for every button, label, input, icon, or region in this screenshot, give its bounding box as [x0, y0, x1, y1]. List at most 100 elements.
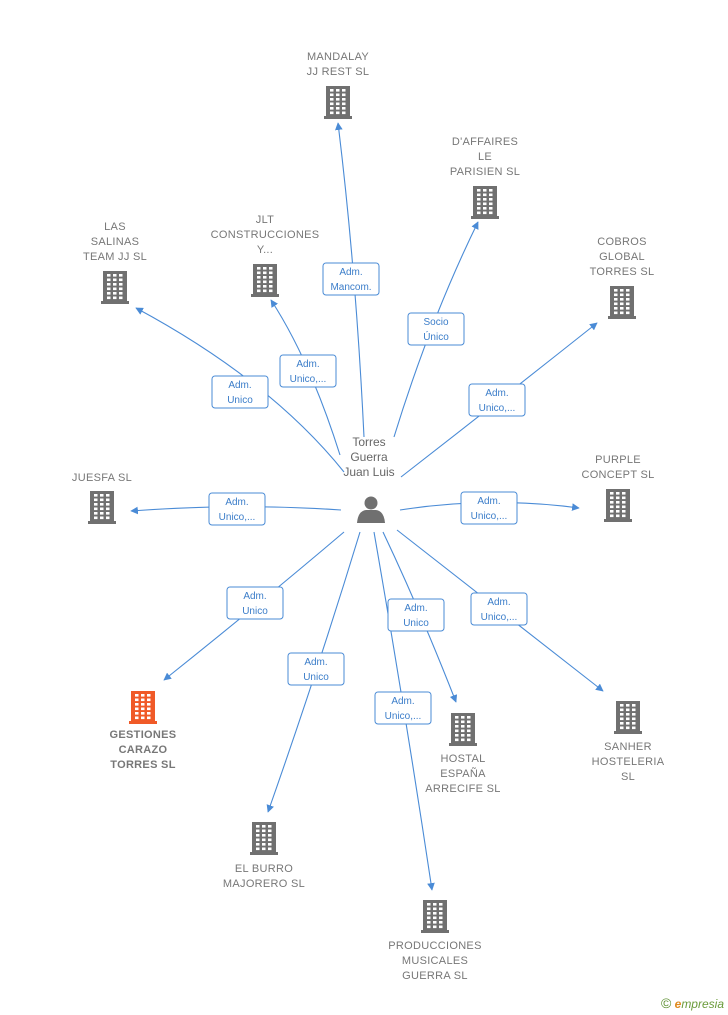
edge-label-producciones[interactable]: Adm. Unico,... [374, 691, 432, 725]
company-node-producciones[interactable]: PRODUCCIONES MUSICALES GUERRA SL [388, 900, 481, 982]
company-name-line: ARRECIFE SL [425, 783, 500, 795]
company-name-line: TORRES SL [110, 759, 175, 771]
edge-label-mandalay[interactable]: Adm.Mancom. [322, 262, 380, 296]
edge-label-text: Unico,... [290, 374, 327, 385]
edge-label-box [470, 592, 528, 626]
edge-label-las-salinas[interactable]: Adm. Unico [211, 375, 269, 409]
building-icon [101, 271, 129, 304]
company-node-juesfa[interactable]: JUESFA SL [72, 472, 132, 524]
edge-label-box [460, 491, 518, 525]
building-icon [471, 186, 499, 219]
edge-label-purple[interactable]: Adm. Unico,... [460, 491, 518, 525]
edge-label-gestiones[interactable]: Adm. Unico [226, 586, 284, 620]
edge-label-text: Unico [227, 395, 253, 406]
edge-label-text: Unico,... [471, 511, 508, 522]
edge-label-box [322, 262, 380, 296]
company-name-line: GUERRA SL [402, 970, 468, 982]
edge-label-text: Adm. [304, 657, 327, 668]
edge-label-text: Adm. [487, 597, 510, 608]
edge-label-text: Socio [423, 317, 448, 328]
edge-label-text: Adm. [243, 591, 266, 602]
company-name-line: PARISIEN SL [450, 166, 520, 178]
person-name-line: Juan Luis [343, 465, 394, 479]
edge-label-text: Adm. [477, 496, 500, 507]
company-name-line: PRODUCCIONES [388, 940, 481, 952]
edge-label-text: Adm. [228, 380, 251, 391]
edge-label-box [208, 492, 266, 526]
person-name-line: Torres [352, 435, 385, 449]
edge-label-cobros[interactable]: Adm. Unico,... [468, 383, 526, 417]
edge-label-text: Adm. [391, 696, 414, 707]
edge-label-text: Adm. [339, 267, 362, 278]
company-name-line: SL [621, 771, 635, 783]
company-name-line: CONCEPT SL [581, 469, 654, 481]
building-icon [251, 264, 279, 297]
building-icon [614, 701, 642, 734]
company-name-line: MANDALAY [307, 51, 369, 63]
company-name-line: EL BURRO [235, 863, 293, 875]
company-name-line: CARAZO [119, 744, 168, 756]
edge-label-jlt[interactable]: Adm. Unico,... [279, 354, 337, 388]
brand-rest: mpresia [681, 997, 724, 1011]
company-name-line: TORRES SL [590, 266, 655, 278]
company-name-line: CONSTRUCCIONES [211, 229, 320, 241]
company-name-line: LE [478, 151, 492, 163]
person-icon [357, 496, 385, 523]
building-icon [604, 489, 632, 522]
company-name-line: MUSICALES [402, 955, 468, 967]
building-icon [324, 86, 352, 119]
edge-label-burro[interactable]: Adm. Unico [287, 652, 345, 686]
building-icon [608, 286, 636, 319]
edge-label-box [279, 354, 337, 388]
edge-label-box [468, 383, 526, 417]
edge-label-juesfa[interactable]: Adm.Unico,... [208, 492, 266, 526]
company-name-line: GESTIONES [110, 729, 177, 741]
company-name-line: ESPAÑA [440, 767, 486, 780]
edge-label-text: Unico,... [479, 403, 516, 414]
building-icon [88, 491, 116, 524]
empresia-watermark: © empresia [661, 995, 724, 1011]
company-name-line: GLOBAL [599, 251, 645, 263]
building-icon [250, 822, 278, 855]
company-node-burro[interactable]: EL BURRO MAJORERO SL [223, 822, 305, 890]
company-name-line: LAS [104, 221, 126, 233]
edge-label-box [407, 312, 465, 346]
company-node-gestiones[interactable]: GESTIONES CARAZO TORRES SL [110, 691, 177, 771]
edge-label-box [226, 586, 284, 620]
company-name-line: JLT [256, 214, 274, 226]
edge-label-hostal[interactable]: Adm. Unico [387, 598, 445, 632]
edge-label-sanher[interactable]: Adm.Unico,... [470, 592, 528, 626]
edge-label-text: Adm. [296, 359, 319, 370]
company-name-line: SANHER [604, 741, 652, 753]
edge-label-box [387, 598, 445, 632]
edge-label-text: Unico [403, 618, 429, 629]
edge-label-box [287, 652, 345, 686]
edge-label-text: Unico,... [385, 711, 422, 722]
company-node-jlt[interactable]: JLTCONSTRUCCIONESY... [211, 214, 320, 297]
edge-label-text: Unico [303, 672, 329, 683]
edge-label-text: Adm. [485, 388, 508, 399]
edge-label-box [211, 375, 269, 409]
edge-label-box [374, 691, 432, 725]
edge-label-text: Adm. [404, 603, 427, 614]
edge-label-text: Único [423, 330, 449, 343]
company-name-line: HOSTELERIA [592, 756, 665, 768]
brand-initial: e [674, 997, 682, 1011]
person-name-line: Guerra [350, 450, 388, 464]
company-node-sanher[interactable]: SANHER HOSTELERIA SL [592, 701, 665, 783]
company-name-line: MAJORERO SL [223, 878, 305, 890]
building-icon [449, 713, 477, 746]
company-name-line: TEAM JJ SL [83, 251, 147, 263]
edge-label-text: Unico [242, 606, 268, 617]
building-icon [421, 900, 449, 933]
